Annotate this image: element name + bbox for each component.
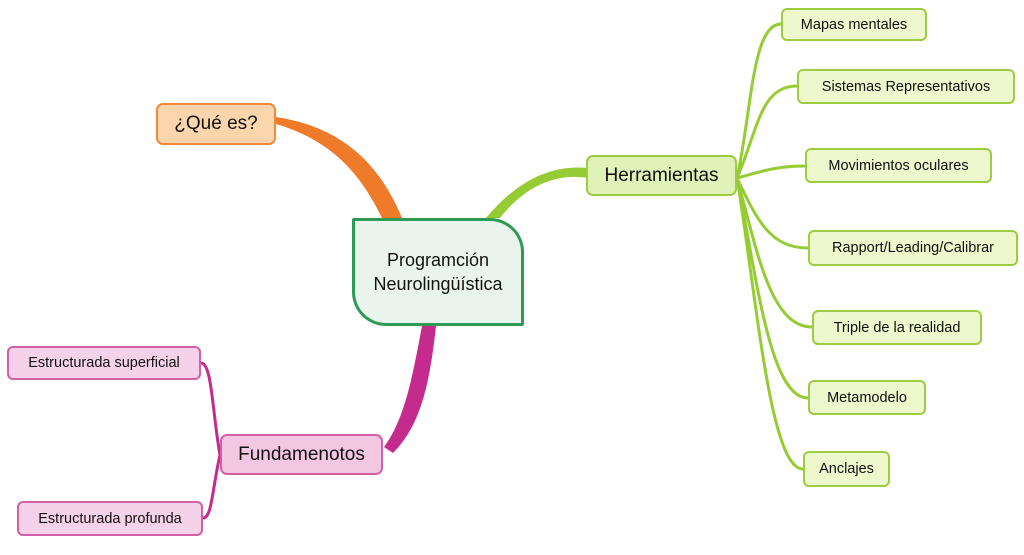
subtopic-movimientos-oculares[interactable]: Movimientos oculares bbox=[805, 148, 992, 183]
subtopic-label: Sistemas Representativos bbox=[821, 78, 991, 95]
connector-rapport bbox=[735, 177, 809, 250]
subtopic-anclajes[interactable]: Anclajes bbox=[803, 451, 890, 487]
subtopic-label: Anclajes bbox=[819, 461, 874, 477]
subtopic-label: Rapport/Leading/Calibrar bbox=[831, 240, 994, 256]
connector-estructurada-profunda bbox=[202, 454, 222, 520]
topic-que-es-label: ¿Qué es? bbox=[174, 113, 258, 134]
topic-herramientas[interactable]: Herramientas bbox=[586, 155, 737, 196]
connector-triple-realidad bbox=[735, 177, 813, 329]
subtopic-triple-de-la-realidad[interactable]: Triple de la realidad bbox=[812, 310, 982, 345]
subtopic-label: Movimientos oculares bbox=[828, 157, 969, 174]
subtopic-label: Triple de la realidad bbox=[833, 319, 961, 336]
branch-connector-herramientas bbox=[486, 167, 588, 218]
subtopic-label: Metamodelo bbox=[827, 389, 907, 406]
subtopic-metamodelo[interactable]: Metamodelo bbox=[808, 380, 926, 415]
central-topic-line1: Programción bbox=[386, 250, 490, 270]
topic-herramientas-label: Herramientas bbox=[604, 164, 719, 186]
central-topic-line2: Neurolingüística bbox=[373, 274, 503, 294]
subtopic-mapas-mentales[interactable]: Mapas mentales bbox=[781, 8, 927, 41]
herramientas-subconnectors bbox=[735, 22, 813, 471]
topic-que-es[interactable]: ¿Qué es? bbox=[156, 103, 276, 145]
connector-sistemas-representativos bbox=[735, 84, 798, 179]
fundamentos-subconnectors bbox=[200, 361, 222, 520]
subtopic-estructurada-profunda[interactable]: Estructurada profunda bbox=[17, 501, 203, 536]
subtopic-label: Estructurada profunda bbox=[38, 510, 182, 527]
branch-connector-fundamentos bbox=[384, 326, 436, 453]
connector-mapas-mentales bbox=[735, 22, 782, 179]
subtopic-label: Mapas mentales bbox=[800, 16, 908, 33]
branch-connector-que-es bbox=[276, 117, 402, 218]
subtopic-sistemas-representativos[interactable]: Sistemas Representativos bbox=[797, 69, 1015, 104]
connector-movimientos-oculares bbox=[736, 164, 806, 180]
central-topic-node[interactable]: Programción Neurolingüística bbox=[352, 218, 524, 326]
connector-estructurada-superficial bbox=[200, 361, 222, 456]
subtopic-rapport-leading-calibrar[interactable]: Rapport/Leading/Calibrar bbox=[808, 230, 1018, 266]
subtopic-estructurada-superficial[interactable]: Estructurada superficial bbox=[7, 346, 201, 380]
connector-anclajes bbox=[735, 177, 804, 471]
topic-fundamentos[interactable]: Fundamenotos bbox=[220, 434, 383, 475]
subtopic-label: Estructurada superficial bbox=[28, 355, 180, 371]
topic-fundamentos-label: Fundamenotos bbox=[238, 443, 365, 465]
connector-metamodelo bbox=[735, 177, 809, 400]
